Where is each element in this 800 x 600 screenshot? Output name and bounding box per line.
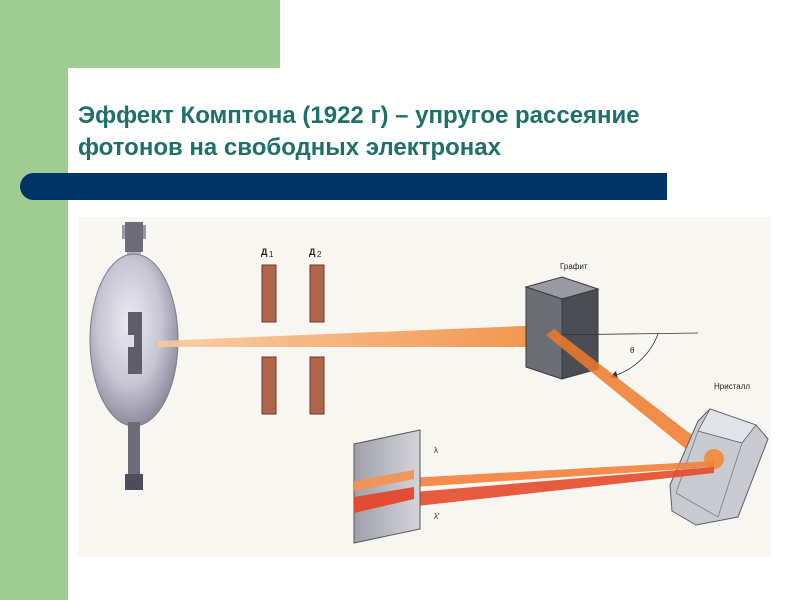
scattered-beam: [546, 329, 718, 467]
label-graphite: Графит: [560, 262, 588, 271]
detector-screen-icon: [353, 429, 421, 544]
slide-title: Эффект Комптона (1922 г) – упругое рассе…: [78, 100, 738, 164]
incident-beam: [158, 325, 548, 347]
diaphragm-1-icon: [261, 264, 277, 415]
label-diaphragm-2: Д: [309, 247, 316, 257]
reflected-beam-lambda: [354, 461, 714, 491]
label-diaphragm-2-sub: 2: [317, 250, 322, 259]
label-diaphragm-1-sub: 1: [269, 250, 274, 259]
title-line-2: фотонов на свободных электронах: [78, 134, 501, 161]
label-lambda-prime: λ': [434, 512, 440, 521]
green-side-band: [0, 0, 68, 600]
label-theta: θ: [630, 346, 635, 355]
graphite-block-icon: [524, 276, 600, 380]
title-underline-bar: [20, 173, 667, 200]
label-lambda: λ: [434, 446, 438, 455]
label-crystal: Нристалл: [714, 382, 750, 391]
xray-tube-icon: [89, 222, 179, 490]
theta-arc: [609, 333, 659, 378]
beam-axis-line: [547, 332, 699, 336]
reflected-beam-lambda-prime: [354, 467, 714, 513]
green-top-band: [0, 0, 280, 68]
crystal-icon: [669, 408, 769, 526]
label-diaphragm-1: Д: [261, 247, 268, 257]
title-line-1: Эффект Комптона (1922 г) – упругое рассе…: [78, 102, 640, 129]
diagram-svg: Д 1 Д 2 Графит θ Нристалл: [89, 222, 769, 544]
diaphragm-2-icon: [309, 264, 325, 415]
compton-setup-diagram: Д 1 Д 2 Графит θ Нристалл: [78, 217, 771, 557]
